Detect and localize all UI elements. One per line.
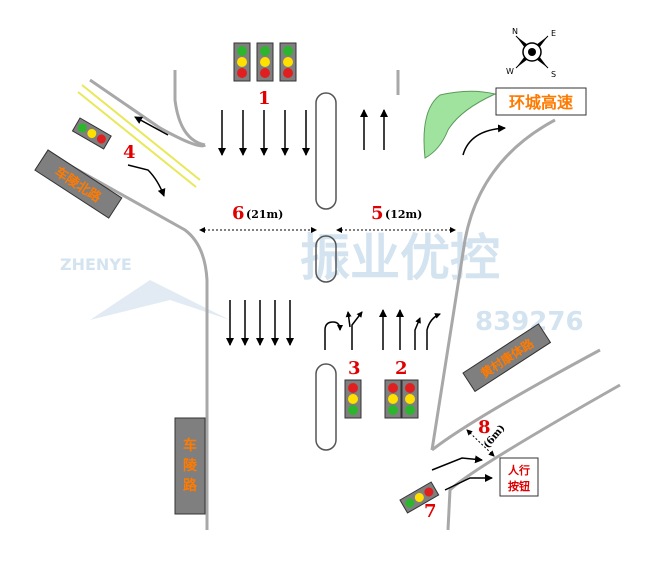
ring-expressway-sign: 环城高速 xyxy=(495,87,587,116)
signal-group-3: 3 xyxy=(344,358,362,419)
straight-right-arrow xyxy=(351,311,363,350)
south-exit-arrows xyxy=(226,300,294,346)
compass-icon: N E S W xyxy=(506,27,556,79)
turn-to-expressway-arrow xyxy=(462,124,506,156)
signal-number-7: 7 xyxy=(424,501,437,522)
green-island xyxy=(423,90,497,159)
compass-s: S xyxy=(551,70,556,79)
cheling-road-label-2: 陵 xyxy=(183,457,198,474)
watermark: ZHENYE 振业优控 839276 xyxy=(60,229,584,337)
yellow-center-line xyxy=(77,84,201,188)
cheling-road-label-1: 车 xyxy=(183,437,197,454)
median-north xyxy=(315,92,337,210)
median-south xyxy=(315,363,337,451)
ped-button-label-1: 人行 xyxy=(508,463,530,477)
signal-group-4: 4 xyxy=(71,117,136,163)
signal-number-4: 4 xyxy=(123,142,136,163)
road-edges xyxy=(59,70,621,531)
nw-exit-arrow xyxy=(134,116,169,136)
signal-group-7: 7 xyxy=(399,481,440,522)
cheling-road-label-3: 路 xyxy=(183,477,198,494)
ped-button-label-2: 按钮 xyxy=(508,479,530,493)
signal-head xyxy=(279,42,297,82)
compass-n: N xyxy=(512,27,518,36)
dimension-6-value: (21m) xyxy=(246,208,283,221)
north-exit-arrows xyxy=(360,109,388,150)
north-approach-arrows xyxy=(218,110,310,156)
signal-group-2: 2 xyxy=(384,358,419,419)
signal-head xyxy=(256,42,274,82)
dimension-5-value: (12m) xyxy=(385,208,422,221)
watermark-brand-en: ZHENYE xyxy=(60,255,132,274)
ped-button-sign: 人行 按钮 xyxy=(499,457,539,497)
cheling-road-sign: 车 陵 路 xyxy=(174,417,206,515)
signal-number-2: 2 xyxy=(395,358,408,379)
compass-w: W xyxy=(506,67,514,76)
ring-expressway-label: 环城高速 xyxy=(509,93,573,112)
se-approach-arrow-1 xyxy=(431,455,483,471)
road-edge-west xyxy=(59,158,209,530)
signal-head xyxy=(233,42,251,82)
south-approach-arrows xyxy=(324,309,441,350)
signal-number-3: 3 xyxy=(348,358,361,379)
road-edge-huangcun xyxy=(431,348,601,452)
se-approach-arrow-2 xyxy=(444,474,493,491)
road-edge-east-upper xyxy=(430,118,556,451)
signal-number-5: 5 xyxy=(371,203,384,224)
road-edge-n-left xyxy=(173,70,206,147)
road-edge-east-lower xyxy=(446,383,621,531)
signal-group-1: 1 xyxy=(233,42,297,109)
chelingbei-road-sign: 车陵北路 xyxy=(34,149,123,219)
u-turn-arrow xyxy=(324,321,343,350)
nw-approach-arrow xyxy=(127,164,166,197)
signal-number-1: 1 xyxy=(258,88,271,109)
dimension-6: 6 (21m) xyxy=(199,203,317,233)
dimension-5: 5 (12m) xyxy=(336,203,456,233)
signal-number-6: 6 xyxy=(232,203,245,224)
watermark-brand-cn: 振业优控 xyxy=(300,229,500,287)
compass-e: E xyxy=(551,29,556,38)
median-center xyxy=(315,235,337,283)
